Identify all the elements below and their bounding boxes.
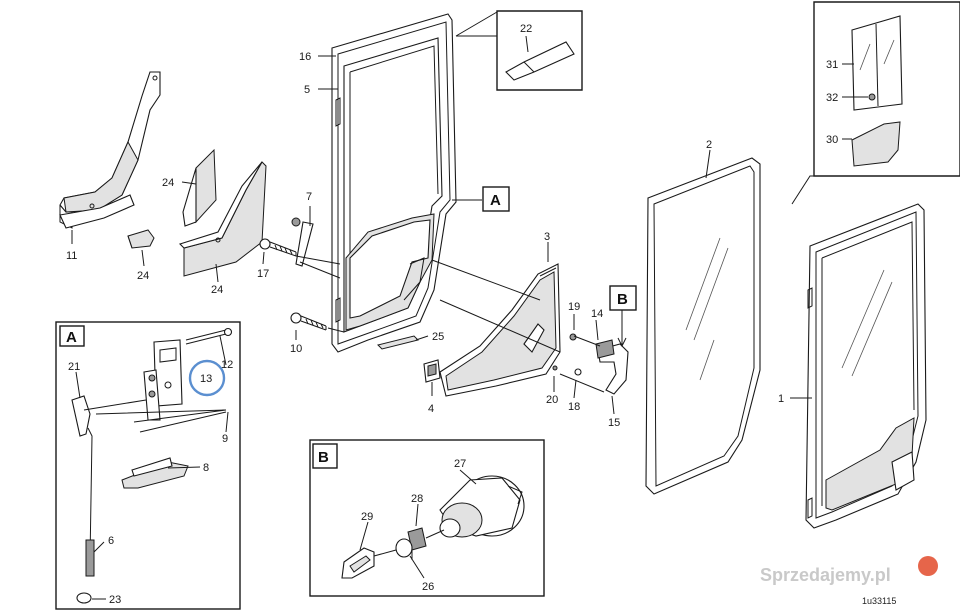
panel-3 <box>439 263 561 397</box>
callout-18: 18 <box>568 401 580 413</box>
marker-a-label: A <box>490 192 501 209</box>
callout-30: 30 <box>826 134 838 146</box>
callout-3: 3 <box>544 231 550 243</box>
clip-4 <box>423 359 441 383</box>
marker-a-callout <box>452 186 510 212</box>
glass-panel-2 <box>645 157 761 495</box>
watermark-dot <box>918 556 938 576</box>
marker-b-callout <box>609 285 637 348</box>
callout-7: 7 <box>306 191 312 203</box>
callout-26: 26 <box>422 581 434 593</box>
callout-21: 21 <box>68 361 80 373</box>
callout-1: 1 <box>778 393 784 405</box>
callout-8: 8 <box>203 462 209 474</box>
callout-10: 10 <box>290 343 302 355</box>
door-assembly-1 <box>805 203 927 529</box>
door-frame-assembly <box>331 13 457 353</box>
callout-11: 11 <box>66 250 77 262</box>
callout-29: 29 <box>361 511 373 523</box>
spacer-24-wedge <box>182 148 217 227</box>
callout-24-plate: 24 <box>211 284 223 296</box>
callout-24-wedge: 24 <box>162 177 174 189</box>
callout-20: 20 <box>546 394 558 406</box>
detail-panel-b <box>309 439 545 597</box>
callout-27: 27 <box>454 458 466 470</box>
callout-25: 25 <box>432 331 444 343</box>
callout-5: 5 <box>304 84 310 96</box>
callout-4: 4 <box>428 403 434 415</box>
callout-14: 14 <box>591 308 603 320</box>
inset-window-detail <box>791 1 960 205</box>
callout-23: 23 <box>109 594 121 606</box>
small-parts-18-19-20 <box>552 333 582 376</box>
callout-31: 31 <box>826 59 838 71</box>
spacer-24-plate <box>178 161 267 277</box>
strip-25 <box>377 335 419 350</box>
sealant-detail <box>455 10 583 91</box>
callout-6: 6 <box>108 535 114 547</box>
detail-panel-a <box>55 321 241 610</box>
callout-9: 9 <box>222 433 228 445</box>
marker-b-label: B <box>617 291 628 308</box>
panel-a-label: A <box>66 329 77 346</box>
callout-12: 12 <box>221 359 233 371</box>
bolt-10 <box>290 312 327 331</box>
callout-16: 16 <box>299 51 311 63</box>
callout-2: 2 <box>706 139 712 151</box>
leader-lines <box>71 35 868 415</box>
spacer-24-small <box>127 229 155 249</box>
watermark-text: Sprzedajemy.pl <box>760 565 891 585</box>
panel-b-label: B <box>318 449 329 466</box>
callout-28: 28 <box>411 493 423 505</box>
callout-19: 19 <box>568 301 580 313</box>
callout-13: 13 <box>200 373 212 385</box>
bolt-17 <box>259 238 297 257</box>
callout-17: 17 <box>257 268 269 280</box>
reference-code: 1u33115 <box>862 596 896 606</box>
callout-24-small: 24 <box>137 270 149 282</box>
callout-15: 15 <box>608 417 620 429</box>
assembly-lines <box>295 255 601 353</box>
bracket-11 <box>59 71 161 229</box>
callout-22: 22 <box>520 23 532 35</box>
handle-15 <box>559 339 629 395</box>
callout-32: 32 <box>826 92 838 104</box>
